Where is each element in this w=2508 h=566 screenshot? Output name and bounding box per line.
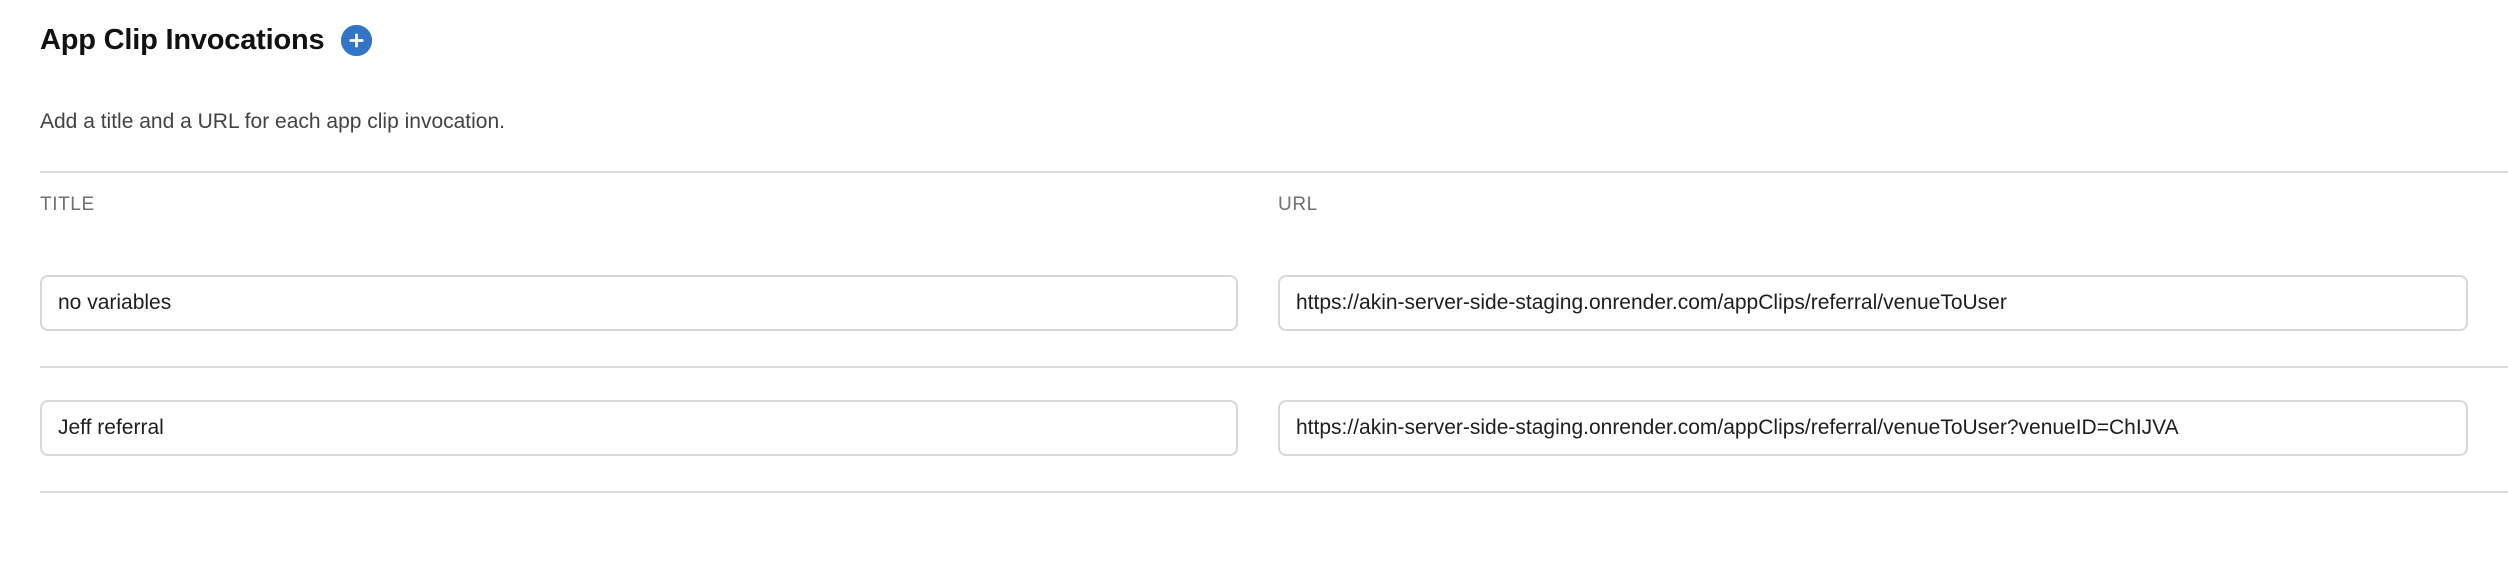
table-row: Jeff referral https://akin-server-side-s… (0, 400, 2508, 456)
invocation-url-input-1[interactable]: https://akin-server-side-staging.onrende… (1278, 275, 2468, 331)
invocation-url-value-1: https://akin-server-side-staging.onrende… (1296, 291, 2007, 314)
divider-bottom (40, 491, 2508, 493)
plus-icon (341, 24, 373, 56)
divider-middle (40, 366, 2508, 368)
divider-top (40, 171, 2508, 173)
invocation-title-input-2[interactable]: Jeff referral (40, 400, 1238, 456)
add-invocation-button[interactable] (341, 24, 373, 56)
invocation-title-value-1: no variables (58, 291, 172, 314)
invocation-url-value-2: https://akin-server-side-staging.onrende… (1296, 416, 2179, 439)
table-row: no variables https://akin-server-side-st… (0, 275, 2508, 331)
column-header-title: TITLE (40, 194, 95, 215)
section-header: App Clip Invocations (40, 22, 373, 58)
invocation-title-input-1[interactable]: no variables (40, 275, 1238, 331)
column-header-url: URL (1278, 194, 1318, 215)
section-description: Add a title and a URL for each app clip … (40, 110, 506, 133)
invocation-title-value-2: Jeff referral (58, 416, 164, 439)
invocation-url-input-2[interactable]: https://akin-server-side-staging.onrende… (1278, 400, 2468, 456)
page-title: App Clip Invocations (40, 24, 325, 56)
